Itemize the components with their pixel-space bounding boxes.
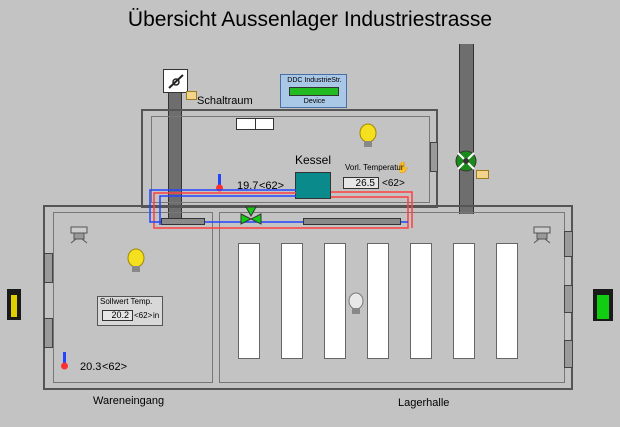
room-wareneingang xyxy=(53,212,213,383)
wareneingang-door-bottom xyxy=(44,318,53,348)
gate-left[interactable] xyxy=(7,289,21,320)
schaltraum-temp-value: 19.7 xyxy=(237,180,259,192)
lagerhalle-door-3 xyxy=(564,340,573,368)
label-schaltraum: Schaltraum xyxy=(197,95,253,107)
rack xyxy=(496,243,518,359)
detector-right-icon xyxy=(533,226,551,244)
vorlauf-value: 26.5 xyxy=(343,177,379,189)
ddc-device-panel[interactable]: DDC IndustrieStr. Device xyxy=(280,74,347,108)
rack xyxy=(453,243,475,359)
note-icon-right[interactable] xyxy=(476,170,489,179)
wareneingang-temp-unit: <62> xyxy=(102,361,128,373)
damper-icon xyxy=(168,74,184,89)
damper-button[interactable] xyxy=(163,69,188,93)
page-title: Übersicht Aussenlager Industriestrasse xyxy=(127,8,493,31)
lamp-lagerhalle-icon[interactable] xyxy=(347,292,365,318)
wareneingang-temp-value: 20.3 xyxy=(80,361,102,373)
thermometer-wareneingang-icon xyxy=(61,352,68,370)
chimney-pipe-left xyxy=(168,92,182,220)
lagerhalle-door-1 xyxy=(564,231,573,257)
boiler[interactable] xyxy=(295,172,331,199)
ddc-sub: Device xyxy=(303,98,326,105)
label-wareneingang: Wareneingang xyxy=(93,395,165,407)
room-schaltraum-inner xyxy=(151,116,430,203)
chimney-pipe-right xyxy=(459,44,474,214)
label-lagerhalle: Lagerhalle xyxy=(398,397,450,409)
lamp-wareneingang-icon[interactable] xyxy=(126,248,146,276)
sollwert-suffix: in xyxy=(153,311,160,320)
sollwert-input[interactable]: 20.2 xyxy=(102,310,133,321)
duct-right xyxy=(303,218,401,225)
rack xyxy=(324,243,346,359)
note-icon[interactable] xyxy=(186,91,197,100)
fan-icon[interactable] xyxy=(455,150,477,172)
duct-left xyxy=(161,218,205,225)
hand-icon[interactable]: ✋ xyxy=(396,162,410,174)
schaltraum-temp-unit: <62> xyxy=(259,180,285,192)
vorlauf-unit: <62> xyxy=(382,178,405,189)
rack xyxy=(281,243,303,359)
lamp-schaltraum-icon[interactable] xyxy=(358,123,378,151)
label-kessel: Kessel xyxy=(295,153,332,167)
sollwert-unit: <62> xyxy=(134,311,153,320)
ddc-title: DDC IndustrieStr. xyxy=(287,77,342,84)
sollwert-label: Sollwert Temp. xyxy=(100,297,153,306)
rack xyxy=(367,243,389,359)
rack xyxy=(410,243,432,359)
lagerhalle-door-2 xyxy=(564,285,573,313)
schaltraum-window xyxy=(236,118,274,130)
rack xyxy=(238,243,260,359)
schaltraum-door xyxy=(430,142,438,172)
gate-right[interactable] xyxy=(593,289,613,321)
wareneingang-door-top xyxy=(44,253,53,283)
detector-left-icon xyxy=(70,226,88,244)
ddc-status-bar xyxy=(289,87,339,96)
valve-icon[interactable] xyxy=(240,206,264,230)
label-vorlauf: Vorl. Temperatur xyxy=(345,163,404,172)
